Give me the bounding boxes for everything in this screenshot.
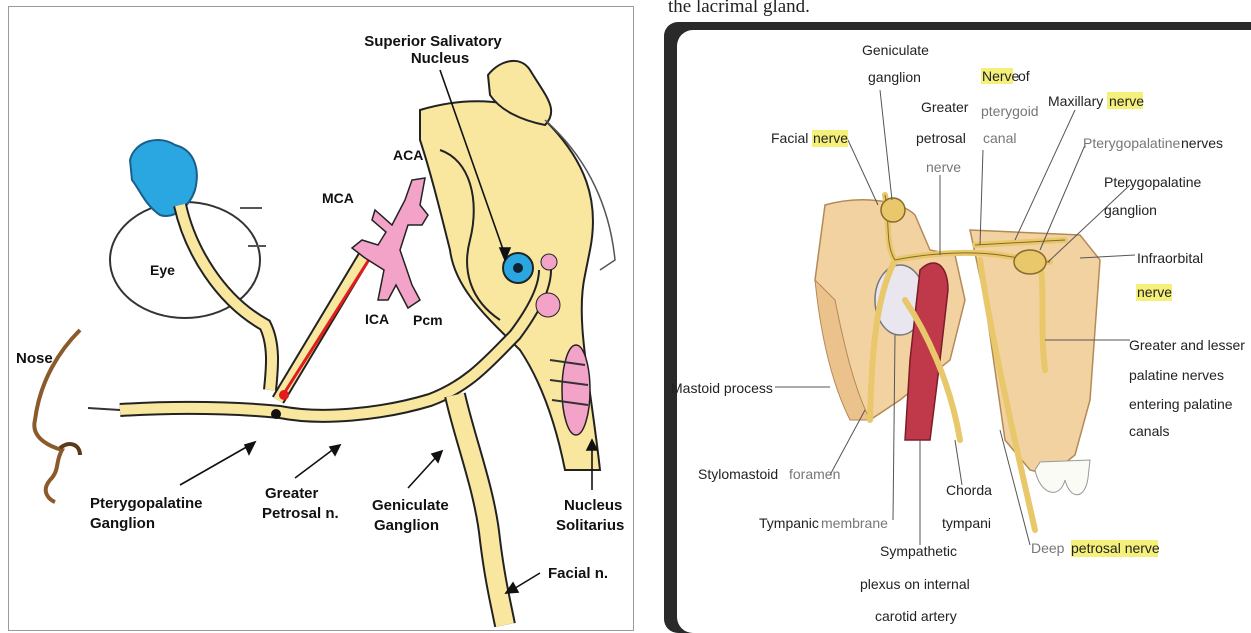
palatine-label-line2: palatine nerves <box>1129 367 1224 383</box>
pterygopalatine-ganglion-label-line1: Pterygopalatine <box>1104 174 1202 190</box>
facial-nerve-label-a: Facial <box>771 130 808 146</box>
pterygopalatine-ganglion <box>1014 250 1046 274</box>
pterygoid-canal-label-line3: canal <box>983 130 1016 146</box>
mastoid-label: Mastoid process <box>671 380 773 396</box>
palatine-label-line3: entering palatine <box>1129 396 1233 412</box>
pterygopalatine-ganglion-label-line2: ganglion <box>1104 202 1157 218</box>
deep-petrosal-label-b: petrosal nerve <box>1071 540 1160 556</box>
greater-petrosal-label-line1: Greater <box>921 99 969 115</box>
sympathetic-label-line1: Sympathetic <box>880 543 957 559</box>
pterygoid-canal-label-line1b: of <box>1018 68 1030 84</box>
greater-petrosal-label-line3: nerve <box>926 159 961 175</box>
pterygopalatine-nerves-label-a: Pterygopalatine <box>1083 135 1181 151</box>
geniculate-ganglion <box>881 198 905 222</box>
deep-petrosal-label-a: Deep <box>1031 540 1065 556</box>
maxillary-label-a: Maxillary <box>1048 93 1103 109</box>
geniculate-label-line2: ganglion <box>868 69 921 85</box>
pterygopalatine-nerves-label-b: nerves <box>1181 135 1223 151</box>
sympathetic-label-line2: plexus on internal <box>860 576 970 592</box>
pterygoid-canal-label-line1a: Nerve <box>982 68 1020 84</box>
chorda-label-line2: tympani <box>942 515 991 531</box>
greater-petrosal-label-line2: petrosal <box>916 130 966 146</box>
maxillary-label-b: nerve <box>1109 93 1144 109</box>
infraorbital-label-line1: Infraorbital <box>1137 250 1203 266</box>
facial-nerve-label-b: nerve <box>813 130 848 146</box>
teeth <box>1035 460 1090 495</box>
chorda-label-line1: Chorda <box>946 482 992 498</box>
pterygoid-canal-label-line2: pterygoid <box>981 103 1039 119</box>
tympanic-label-b: membrane <box>821 515 888 531</box>
infraorbital-label-line2: nerve <box>1137 284 1172 300</box>
palatine-label-line4: canals <box>1129 423 1169 439</box>
stylomastoid-label-a: Stylomastoid <box>698 466 778 482</box>
geniculate-label-line1: Geniculate <box>862 42 929 58</box>
sympathetic-label-line3: carotid artery <box>875 608 957 624</box>
tympanic-label-a: Tympanic <box>759 515 819 531</box>
palatine-label-line1: Greater and lesser <box>1129 337 1245 353</box>
stylomastoid-label-b: foramen <box>789 466 840 482</box>
